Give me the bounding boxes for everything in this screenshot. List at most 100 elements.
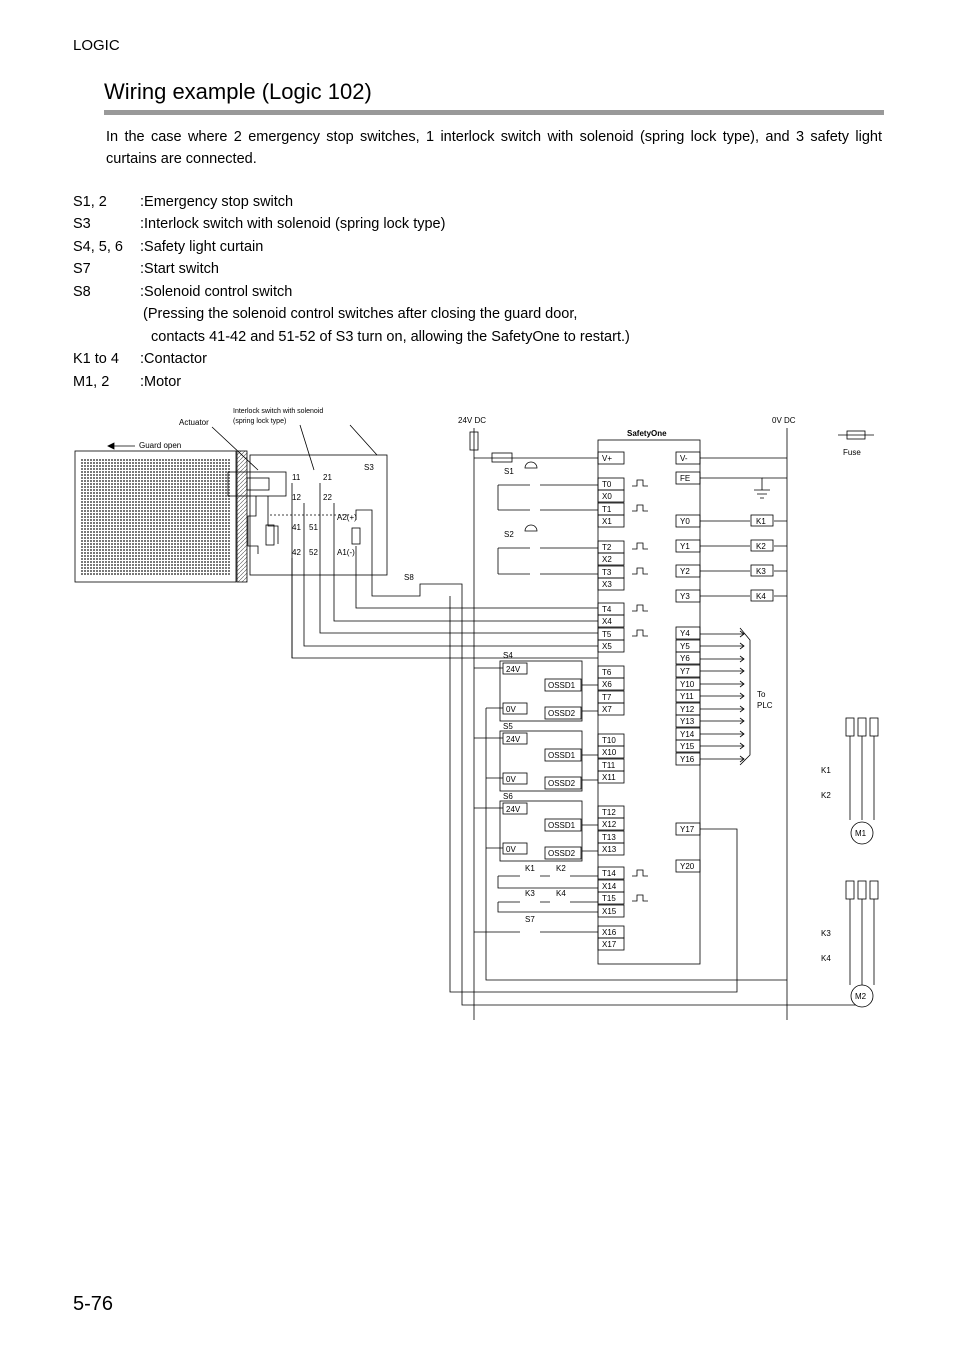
contactor-wires [700, 520, 787, 597]
page-title: Wiring example (Logic 102) [104, 79, 372, 104]
right-terminal-label: Y12 [680, 705, 695, 714]
curtain-s4 [499, 660, 583, 722]
s4-label: S4 [503, 651, 513, 660]
legend-key: S8 [73, 284, 91, 300]
left-terminal-label: X4 [602, 617, 612, 626]
right-terminal-label: Y7 [680, 667, 690, 676]
to-plc-label: To [757, 690, 766, 699]
curtain-0v-label: 0V [506, 845, 516, 854]
left-terminal [597, 937, 625, 951]
k3-label: K3 [525, 889, 535, 898]
s2-label: S2 [504, 530, 514, 539]
legend-value: :Motor [140, 374, 182, 390]
ossd2-label: OSSD2 [548, 779, 576, 788]
ground-icon [700, 477, 770, 499]
right-terminal-label: Y20 [680, 862, 695, 871]
curtain-0v-label: 0V [506, 775, 516, 784]
contact-label: 12 [292, 493, 301, 502]
s3-label: S3 [364, 463, 374, 472]
feedback-k34 [497, 901, 598, 913]
guard-mesh [81, 458, 230, 576]
s8-label: S8 [404, 573, 414, 582]
v24-label: 24V DC [458, 416, 486, 425]
left-terminal-label: T10 [602, 736, 616, 745]
left-terminal-label: T6 [602, 668, 612, 677]
fuse-icon [491, 452, 513, 463]
ossd1-label: OSSD1 [548, 681, 576, 690]
left-terminal-label: X13 [602, 845, 617, 854]
pulse-icon [632, 542, 648, 550]
left-terminal-label: X17 [602, 940, 617, 949]
k4-label: K4 [821, 954, 831, 963]
contact-label: 42 [292, 548, 301, 557]
left-terminal [597, 614, 625, 628]
guard-door [74, 450, 237, 583]
left-terminal-label: X0 [602, 492, 612, 501]
right-terminal-label: Y0 [680, 517, 690, 526]
legend-value: contacts 41-42 and 51-52 of S3 turn on, … [143, 329, 630, 345]
plc-arrow-icon [700, 630, 745, 638]
actuator-key [246, 477, 270, 491]
right-terminal [675, 651, 701, 665]
v0-label: 0V DC [772, 416, 796, 425]
right-terminal-label: Y11 [680, 692, 694, 701]
left-terminal [597, 639, 625, 653]
left-terminal-label: X6 [602, 680, 612, 689]
motor-m2-circuit: K3 K4 M2 [821, 880, 879, 1008]
contact-label: 52 [309, 548, 318, 557]
left-terminal-label: X14 [602, 882, 617, 891]
fuse-icon [469, 431, 479, 451]
wire [291, 483, 598, 659]
interlock-label-1: Interlock switch with solenoid [233, 408, 323, 415]
left-terminal-label: X10 [602, 748, 617, 757]
legend-key: S3 [73, 216, 91, 232]
contactor-coil-k1 [750, 514, 774, 527]
s1-label: S1 [504, 467, 514, 476]
left-terminal [597, 677, 625, 691]
right-terminal [675, 471, 701, 485]
ossd1-label: OSSD1 [548, 821, 576, 830]
left-terminal [597, 904, 625, 918]
contact-label: 11 [292, 473, 301, 482]
actuator-label: Actuator [179, 418, 209, 427]
right-terminal [675, 859, 701, 873]
contact-label: 41 [292, 523, 301, 532]
curtain-s4-inner: 24V 0V OSSD1 OSSD2 [502, 662, 582, 720]
curtain-24v-label: 24V [506, 665, 521, 674]
pulse-icon [632, 567, 648, 575]
curtain-s5-inner: 24V 0V OSSD1 OSSD2 [502, 732, 582, 790]
motor-m1-circuit: K1 K2 M1 [821, 717, 879, 845]
s1-contacts [497, 484, 598, 511]
right-terminal-label: Y1 [680, 542, 690, 551]
left-terminal [597, 866, 625, 880]
left-terminal-label: T5 [602, 630, 612, 639]
pulse-icon [632, 894, 648, 902]
right-terminal-label: Y2 [680, 567, 690, 576]
legend-value: :Start switch [140, 261, 219, 277]
page-number: 5-76 [73, 1293, 114, 1315]
wire [319, 483, 598, 634]
left-terminal [597, 514, 625, 528]
right-terminal-label: Y6 [680, 654, 690, 663]
left-terminal [597, 891, 625, 905]
ossd-wires [582, 684, 598, 852]
legend-value: :Solenoid control switch [140, 284, 293, 300]
right-terminal-label: Y10 [680, 680, 695, 689]
s6-label: S6 [503, 792, 513, 801]
coil-label: K1 [756, 517, 766, 526]
plc-arrow-icon [700, 705, 745, 713]
plc-arrow-icon [700, 680, 745, 688]
actuator-block [227, 471, 287, 497]
left-terminal-label: V+ [602, 454, 612, 463]
actuator-lever [247, 496, 279, 554]
left-terminal-label: T4 [602, 605, 612, 614]
plc-arrow-icon [700, 755, 745, 763]
title-rule [104, 110, 884, 115]
curtain-s6-inner: 24V 0V OSSD1 OSSD2 [502, 802, 582, 860]
estop-s1-icon [524, 461, 538, 469]
left-terminal [597, 577, 625, 591]
estop-s2-icon [524, 524, 538, 532]
left-terminal-label: T0 [602, 480, 612, 489]
right-terminal-label: FE [680, 474, 690, 483]
